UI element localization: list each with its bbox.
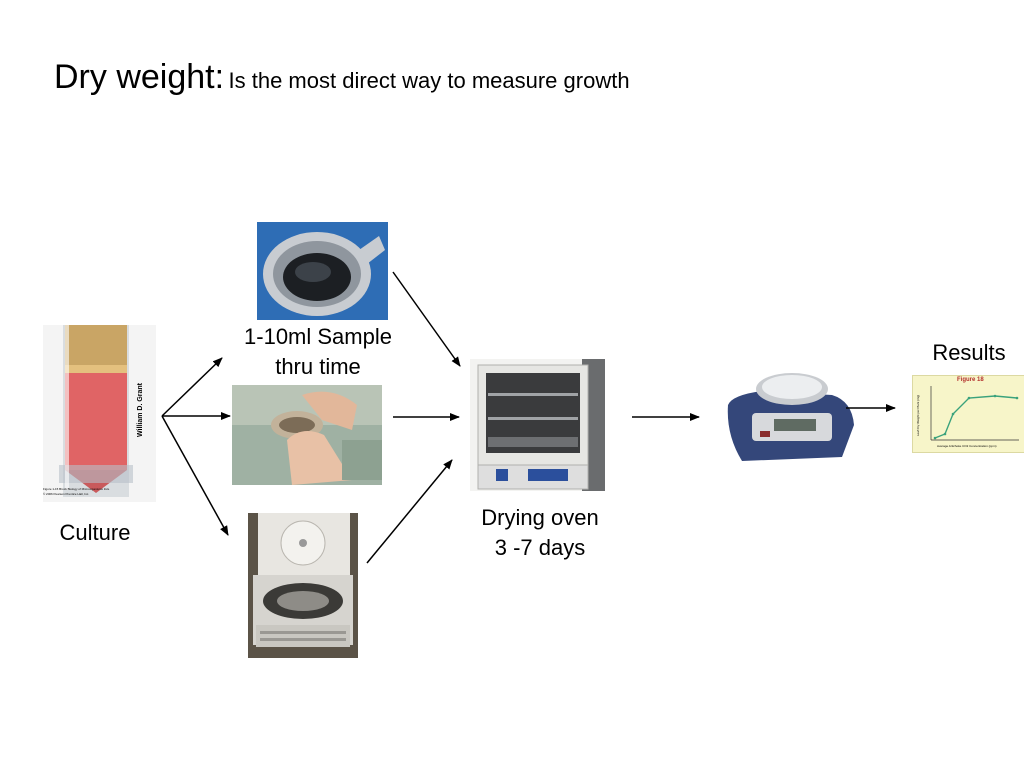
sample-label-line1: 1-10ml Sample	[244, 324, 392, 349]
slide-title: Dry weight: Is the most direct way to me…	[54, 58, 630, 97]
arrow-culture-to-dish	[161, 357, 223, 417]
arrow-dish-to-oven	[392, 271, 461, 367]
title-main: Dry weight:	[54, 58, 225, 96]
drying-oven-label-line1: Drying oven	[481, 505, 599, 530]
balance-scale-image	[722, 365, 857, 465]
sample-label-line2: thru time	[275, 354, 361, 379]
arrow-centrifuge-to-oven	[366, 459, 453, 564]
results-chart-title: Figure 18	[957, 377, 984, 383]
results-chart-xlabel: Average Artichoke CO2 Concentration (ppm…	[937, 444, 997, 448]
culture-image-caption-line1: Figure 1-15 Brock Biology of Microorgani…	[43, 487, 110, 491]
centrifuge-image	[248, 513, 358, 658]
filtering-image	[232, 385, 382, 485]
sample-label: 1-10ml Sample thru time	[222, 322, 414, 382]
results-label: Results	[932, 340, 1006, 365]
title-sub: Is the most direct way to measure growth	[228, 68, 630, 93]
culture-tube-image: William D. Grant Figure 1-15 Brock Biolo…	[43, 325, 156, 502]
drying-oven-label: Drying oven 3 -7 days	[450, 503, 630, 563]
aluminum-dish-image	[257, 222, 388, 320]
culture-label: Culture	[59, 520, 131, 545]
culture-image-caption-line2: © 2006 Pearson Prentice Hall, Inc.	[43, 492, 90, 496]
drying-oven-label-line2: 3 -7 days	[494, 535, 586, 560]
arrow-culture-to-centrifuge	[161, 415, 229, 536]
results-chart-image: Figure 18 Average Artichoke CO2 Concentr…	[912, 375, 1024, 453]
drying-oven-image	[470, 359, 605, 491]
